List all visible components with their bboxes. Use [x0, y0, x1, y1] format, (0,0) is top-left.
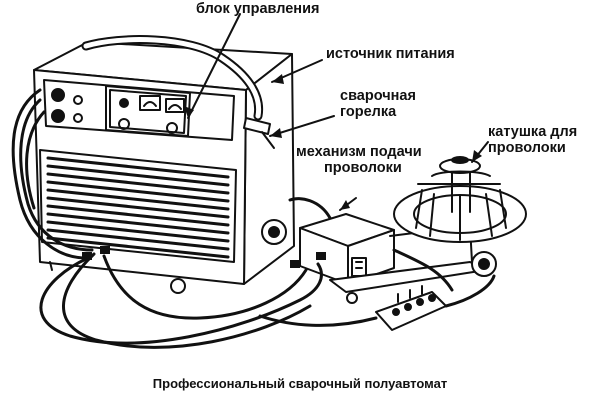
cables: [11, 88, 496, 349]
wire-feeder-box: [299, 213, 487, 293]
knob-icon: [51, 88, 178, 134]
label-wire-spool: катушка для проволоки: [488, 124, 578, 156]
arrow-icon: [184, 74, 482, 210]
wire-spool: [393, 156, 527, 243]
meter-icon: [139, 95, 185, 113]
wheel-icon: [49, 219, 287, 294]
label-welding-torch: сварочная горелка: [340, 88, 416, 120]
figure-caption: Профессиональный сварочный полуавтомат: [152, 376, 448, 391]
wheel-icon: [346, 251, 497, 304]
label-power-source: источник питания: [326, 46, 455, 62]
remote-pendant: [375, 285, 447, 331]
label-wire-feeder: механизм подачи проволоки: [296, 144, 422, 176]
vent-grille: [46, 156, 230, 259]
welding-torch: [81, 35, 275, 149]
label-control-unit: блок управления: [196, 1, 320, 17]
cable-connectors: [82, 246, 326, 268]
